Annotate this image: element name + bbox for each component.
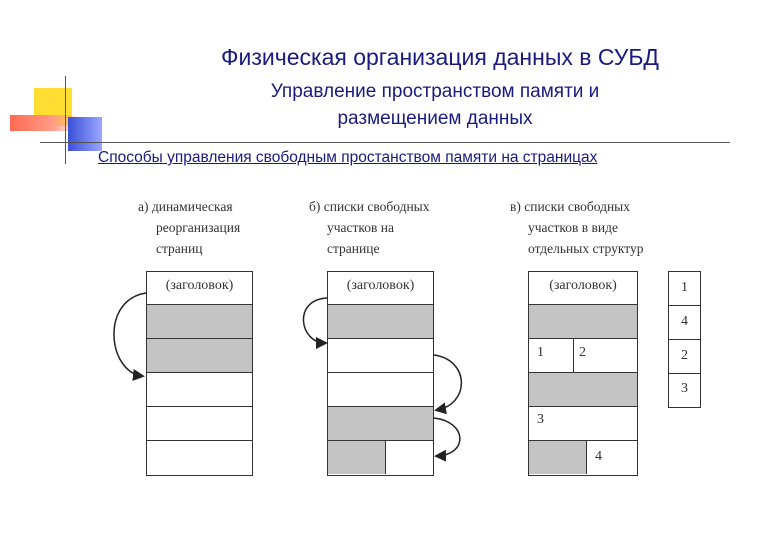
free-list-entry-4: 3 xyxy=(681,381,688,396)
free-list-entry-3: 2 xyxy=(669,340,700,374)
free-list-entry-1: 1 xyxy=(669,272,700,306)
data-segment-a-2 xyxy=(147,407,252,441)
free-segment-b-2 xyxy=(328,407,433,441)
subtitle-line-1: Управление пространством памяти и xyxy=(270,81,600,102)
segment-label-1: 1 xyxy=(537,345,544,360)
free-segment-b-3 xyxy=(328,441,385,474)
free-segment-a-1 xyxy=(147,305,252,339)
decor-blue-square xyxy=(68,117,102,151)
data-segment-c-2 xyxy=(529,407,637,441)
caption-a: а) динамическая реорганизация страниц xyxy=(138,196,240,259)
decor-horizontal-line xyxy=(40,142,730,143)
page-block-b: (заголовок) xyxy=(327,271,434,476)
arrow-b-3 xyxy=(433,417,461,462)
data-segment-b-2 xyxy=(328,373,433,407)
free-segment-c-2 xyxy=(529,373,637,407)
page-header-b: (заголовок) xyxy=(328,272,433,305)
caption-a-line-3: страниц xyxy=(156,241,203,256)
page-header-a: (заголовок) xyxy=(147,272,252,305)
slide-title: Физическая организация данных в СУБД xyxy=(221,44,659,70)
caption-b-line-2: участков на xyxy=(327,220,395,235)
arrow-b-2 xyxy=(433,354,463,415)
free-list-entry-2: 4 xyxy=(669,306,700,340)
free-segment-a-2 xyxy=(147,339,252,373)
decor-vertical-line xyxy=(65,76,66,164)
arrow-b-1 xyxy=(302,297,328,349)
arrow-a xyxy=(113,292,147,381)
caption-c-line-2: участков в виде xyxy=(528,220,619,235)
free-list-table: 1 4 2 3 xyxy=(668,271,701,408)
subtitle-line-2: размещением данных xyxy=(337,108,533,129)
page-block-a: (заголовок) xyxy=(146,271,253,476)
caption-a-line-1: а) динамическая xyxy=(138,199,233,214)
caption-c: в) списки свободных участков в виде отде… xyxy=(510,196,643,259)
page-block-c: (заголовок) 1 2 3 4 xyxy=(528,271,638,476)
caption-b: б) списки свободных участков на странице xyxy=(309,196,430,259)
decor-red-bar xyxy=(10,115,80,131)
segment-label-2: 2 xyxy=(579,345,586,360)
free-segment-b-1 xyxy=(328,305,433,339)
page-header-c: (заголовок) xyxy=(529,272,637,305)
section-link[interactable]: Способы управления свободным простанство… xyxy=(98,149,598,166)
data-segment-a-1 xyxy=(147,373,252,407)
caption-b-line-3: странице xyxy=(327,241,380,256)
slide-subtitle: Управление пространством памяти и размещ… xyxy=(200,78,670,132)
free-segment-c-1 xyxy=(529,305,637,339)
segment-label-4: 4 xyxy=(595,449,602,464)
divider-b xyxy=(385,441,386,474)
data-segment-c-1 xyxy=(529,339,637,373)
caption-c-line-3: отдельных структур xyxy=(528,241,644,256)
data-segment-b-1 xyxy=(328,339,433,373)
caption-c-line-1: в) списки свободных xyxy=(510,199,631,214)
divider-c-1 xyxy=(573,339,574,373)
caption-b-line-1: б) списки свободных xyxy=(309,199,430,214)
divider-c-2 xyxy=(586,441,587,474)
free-segment-c-3 xyxy=(529,441,586,474)
segment-label-3: 3 xyxy=(537,412,544,427)
caption-a-line-2: реорганизация xyxy=(156,220,241,235)
